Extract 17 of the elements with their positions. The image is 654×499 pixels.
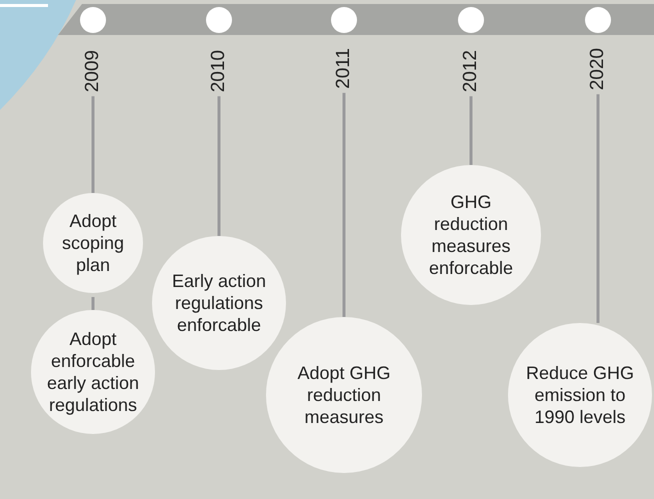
year-label: 2012 <box>460 50 482 92</box>
connector-line <box>92 297 94 310</box>
connector-line <box>470 96 472 165</box>
year-label: 2011 <box>333 48 355 89</box>
milestone-text: Adopt GHG reduction measures <box>296 362 392 428</box>
milestone-text: Adopt scoping plan <box>60 210 126 276</box>
milestone-text: Adopt enforcable early action regulations <box>46 328 140 416</box>
connector-line <box>218 96 220 236</box>
connector-line <box>596 94 600 323</box>
milestone-text: GHG reduction measures enforcable <box>428 191 514 279</box>
connector-line <box>92 96 94 193</box>
year-label: 2020 <box>587 48 609 90</box>
year-label: 2010 <box>208 50 230 92</box>
milestone-text: Reduce GHG emission to 1990 levels <box>524 362 636 428</box>
year-label: 2009 <box>82 50 104 92</box>
milestone-text: Early action regulations enforcable <box>170 270 268 336</box>
connector-line <box>342 92 346 317</box>
